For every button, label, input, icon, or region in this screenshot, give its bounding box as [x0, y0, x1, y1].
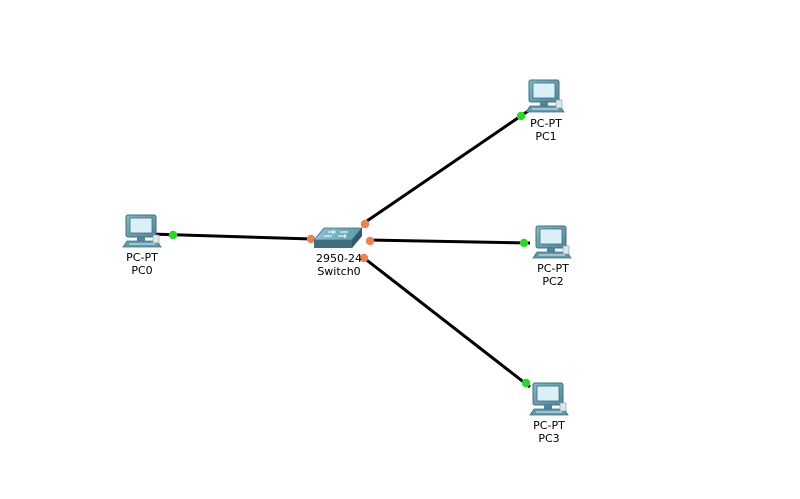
- links-layer: [149, 105, 535, 389]
- device-name-label: PC0: [131, 264, 152, 277]
- device-model-label: PC-PT: [530, 117, 562, 130]
- device-model-label: PC-PT: [533, 419, 565, 432]
- port-light-switch0-pc2: [365, 236, 375, 246]
- port-light-switch0-pc1: [360, 219, 370, 229]
- device-pc0[interactable]: PC-PT PC0: [122, 214, 162, 277]
- device-name-label: PC2: [542, 275, 563, 288]
- device-pc3[interactable]: PC-PT PC3: [529, 382, 569, 445]
- port-light-pc2: [519, 238, 529, 248]
- device-name-label: PC3: [538, 432, 559, 445]
- device-switch0[interactable]: 2950-24 Switch0: [313, 227, 363, 278]
- port-light-pc0: [168, 230, 178, 240]
- device-pc2[interactable]: PC-PT PC2: [532, 225, 572, 288]
- device-name-label: PC1: [535, 130, 556, 143]
- pc-icon: [532, 225, 572, 259]
- port-light-pc3: [521, 378, 531, 388]
- port-light-pc1: [516, 111, 526, 121]
- ports-layer: [168, 111, 531, 388]
- pc-icon: [525, 79, 565, 113]
- pc-icon: [529, 382, 569, 416]
- link-switch0-pc3[interactable]: [363, 256, 531, 389]
- link-switch0-pc1[interactable]: [363, 105, 535, 225]
- device-name-label: Switch0: [317, 265, 360, 278]
- device-model-label: PC-PT: [126, 251, 158, 264]
- switch-icon: [313, 227, 363, 248]
- device-model-label: PC-PT: [537, 262, 569, 275]
- device-model-label: 2950-24: [316, 252, 362, 265]
- device-pc1[interactable]: PC-PT PC1: [525, 79, 565, 143]
- link-switch0-pc2[interactable]: [369, 238, 531, 245]
- port-light-switch0-pc0: [306, 234, 316, 244]
- pc-icon: [122, 214, 162, 248]
- port-light-switch0-pc3: [359, 253, 369, 263]
